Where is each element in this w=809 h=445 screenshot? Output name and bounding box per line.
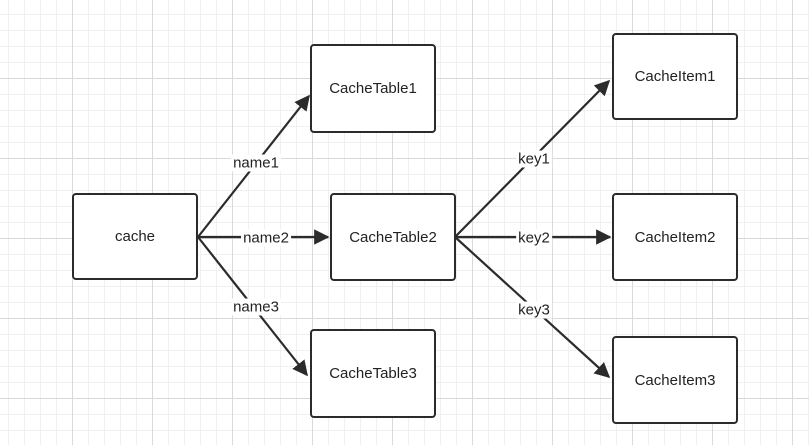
edge-label-name2: name2 — [241, 229, 291, 247]
edge-label-name3: name3 — [231, 298, 281, 316]
node-cache-item1: CacheItem1 — [612, 33, 738, 120]
node-cache-item3: CacheItem3 — [612, 336, 738, 424]
node-cache-table2: CacheTable2 — [330, 193, 456, 281]
edge-label-key1: key1 — [516, 150, 552, 168]
edge-label-key3: key3 — [516, 301, 552, 319]
edge-label-key2: key2 — [516, 229, 552, 247]
node-cache: cache — [72, 193, 198, 280]
node-cache-table1: CacheTable1 — [310, 44, 436, 133]
node-cache-item2: CacheItem2 — [612, 193, 738, 281]
edge-label-name1: name1 — [231, 154, 281, 172]
node-cache-table3: CacheTable3 — [310, 329, 436, 418]
